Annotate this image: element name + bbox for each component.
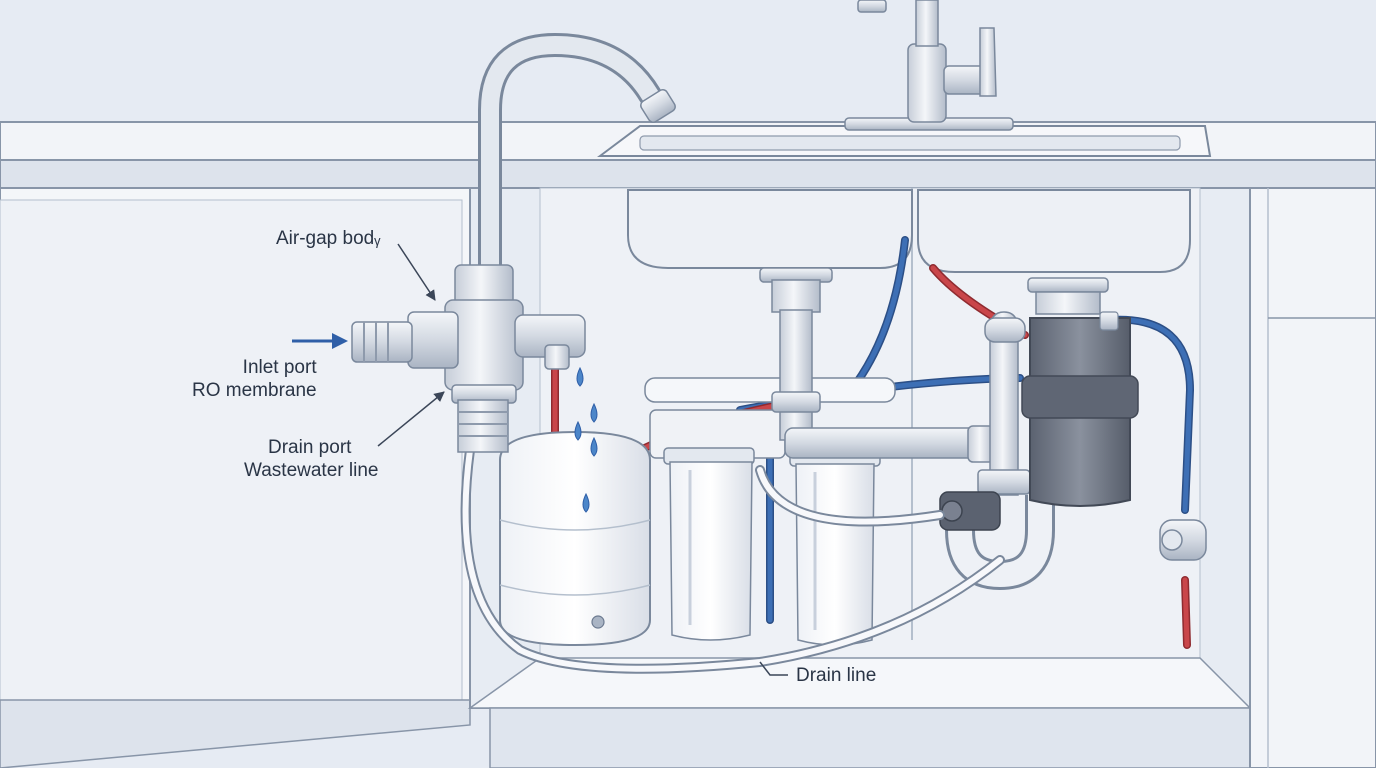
wastewater-line-text: Wastewater line [244, 460, 379, 481]
water-drop-icon [582, 492, 590, 513]
air-gap-leader [397, 243, 436, 301]
sink [597, 125, 1212, 273]
leader-lines [377, 243, 788, 676]
left-cabinet [0, 187, 471, 768]
water-drop-icon [590, 436, 598, 457]
sink-drain-pipes [759, 267, 1055, 591]
drain-saddle-valve [939, 491, 1207, 561]
ro-filter-housings [644, 377, 896, 646]
water-drop-icon [574, 420, 582, 441]
air-gap-body-text: Air-gap bodᵧ [276, 228, 381, 249]
garbage-disposal [1021, 277, 1139, 507]
drain-port-leader [377, 391, 445, 447]
label-drain-line: Drain line [796, 664, 876, 687]
water-drops [574, 366, 598, 513]
ro-membrane-text: RO membrane [192, 380, 317, 401]
sink-faucet [844, 0, 1014, 131]
drain-port-text: Drain port [268, 437, 352, 458]
storage-tank [499, 430, 651, 647]
label-drain-port: Drain port Wastewater line [244, 436, 378, 482]
air-gap-body [351, 264, 586, 453]
ro-faucet [478, 32, 676, 282]
label-inlet-port: Inlet port RO membrane [192, 356, 317, 402]
drain-line-text: Drain line [796, 665, 877, 686]
label-air-gap-body: Air-gap bodᵧ [276, 227, 380, 250]
drain-tubing [460, 445, 1005, 674]
inlet-arrow-icon [292, 333, 348, 349]
water-drop-icon [576, 366, 584, 387]
inlet-port-text: Inlet port [242, 357, 317, 378]
drain-line-leader [759, 661, 788, 676]
water-drop-icon [590, 402, 598, 423]
right-cabinet [1249, 187, 1376, 768]
